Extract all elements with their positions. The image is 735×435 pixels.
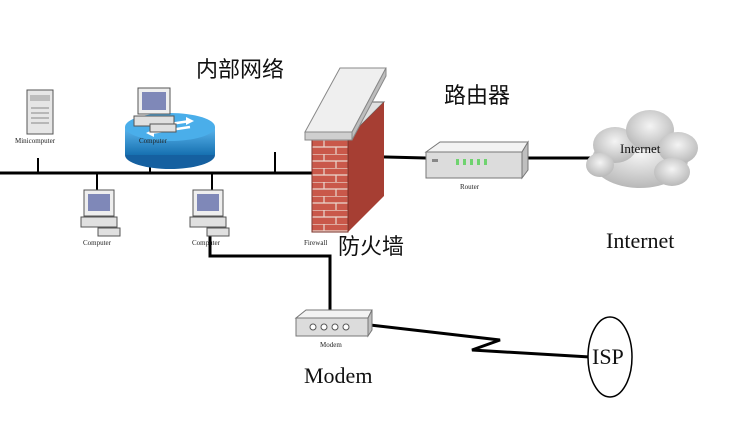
computer-2-icon: [189, 189, 230, 237]
computer-1-icon: [80, 189, 121, 237]
computer-on-hub-icon: [133, 87, 177, 133]
modem-device-label: Modem: [320, 341, 342, 349]
internet-cloud-icon: [586, 110, 698, 188]
modem-icon: [294, 309, 373, 338]
firewall-cn-label: 防火墙: [338, 235, 405, 260]
isp-label: ISP: [592, 344, 624, 369]
internet-label: Internet: [606, 228, 675, 253]
computer-1-device-label: Computer: [83, 239, 111, 247]
router-device-label: Router: [460, 183, 480, 191]
cloud-device-label: Internet: [620, 141, 661, 156]
isp-ellipse: [587, 316, 633, 398]
hub-computer-device-label: Computer: [139, 137, 167, 145]
router-icon: [424, 140, 529, 180]
router-cn-label: 路由器: [444, 84, 511, 109]
firewall-icon: [304, 67, 387, 233]
computer-2-device-label: Computer: [192, 239, 220, 247]
modem-label: Modem: [304, 363, 373, 388]
internal-network-label: 内部网络: [196, 58, 285, 83]
minicomputer-icon: [26, 89, 54, 135]
firewall-device-label: Firewall: [304, 239, 328, 247]
minicomputer-device-label: Minicomputer: [15, 137, 56, 145]
